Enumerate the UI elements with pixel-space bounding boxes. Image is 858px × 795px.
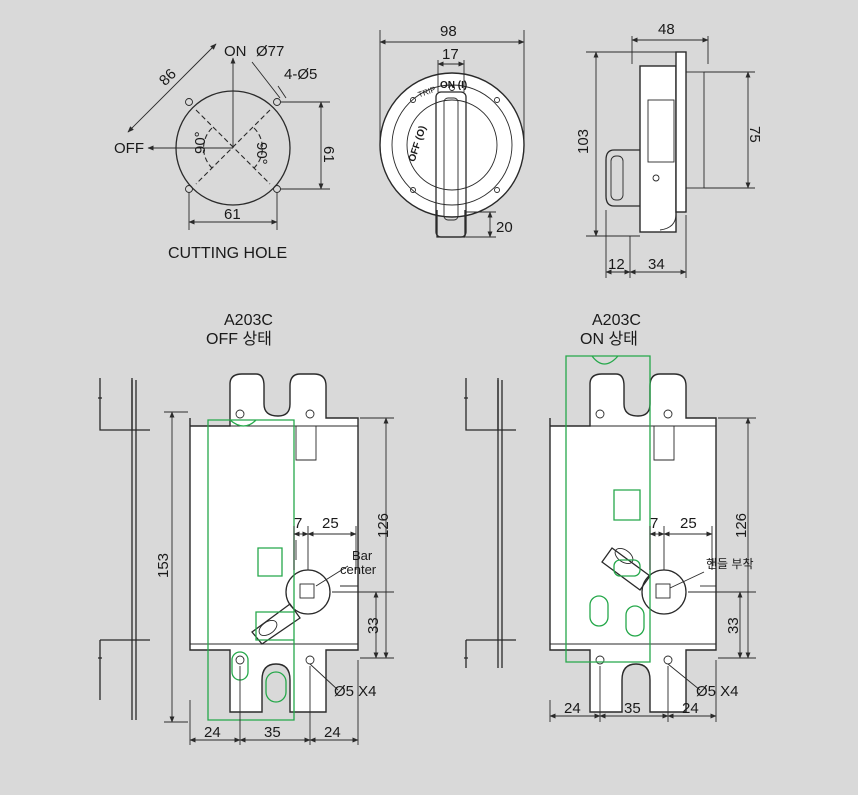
on-title-line2: ON 상태 xyxy=(580,330,638,348)
dim-24-left: 24 xyxy=(204,724,221,741)
holes-label: Ø5 X4 xyxy=(696,683,739,700)
angle-label: 90° xyxy=(192,131,209,154)
dim-153: 153 xyxy=(155,553,172,578)
handle-outline-on xyxy=(565,355,651,663)
cutting-hole-drawing: ON OFF 86 Ø77 4-Ø5 61 61 90° 90° CUTTING… xyxy=(114,43,337,262)
dim-126: 126 xyxy=(733,513,750,538)
dim-77: Ø77 xyxy=(256,43,284,60)
dim-24-left: 24 xyxy=(564,700,581,717)
dim-48: 48 xyxy=(658,21,675,38)
front-view-drawing: TRIP ON (I) OFF (O) 98 17 20 xyxy=(379,23,525,238)
mount-hole xyxy=(273,185,281,193)
mount-hole xyxy=(185,98,193,106)
mounting-plate xyxy=(189,373,359,713)
off-label: OFF xyxy=(114,140,144,157)
dim-7: 7 xyxy=(650,515,658,532)
dim-35: 35 xyxy=(264,724,281,741)
dial-outer xyxy=(379,72,525,218)
dim-61-horizontal: 61 xyxy=(224,206,241,223)
dim-126: 126 xyxy=(375,513,392,538)
dim-33: 33 xyxy=(725,617,742,634)
dim-33: 33 xyxy=(365,617,382,634)
on-position-label: ON (I) xyxy=(440,80,467,91)
off-title-line1: A203C xyxy=(224,312,273,329)
mount-hole xyxy=(185,185,193,193)
mounting-plate xyxy=(549,373,717,713)
side-body xyxy=(639,65,677,233)
plate-hole xyxy=(595,409,605,419)
handle-outline-off xyxy=(207,419,295,721)
on-title-line1: A203C xyxy=(592,312,641,329)
holes-label: Ø5 X4 xyxy=(334,683,377,700)
dim-61-vertical: 61 xyxy=(320,146,337,163)
plate-hole xyxy=(305,409,315,419)
side-view-drawing: 48 75 103 12 34 xyxy=(575,21,763,278)
side-flange xyxy=(675,51,687,213)
dim-75: 75 xyxy=(746,126,763,143)
dim-holes: 4-Ø5 xyxy=(284,66,317,83)
dim-25: 25 xyxy=(680,515,697,532)
plate-hole xyxy=(235,409,245,419)
dim-25: 25 xyxy=(322,515,339,532)
dim-12: 12 xyxy=(608,256,625,273)
dim-7: 7 xyxy=(294,515,302,532)
off-title-line2: OFF 상태 xyxy=(206,330,272,348)
dim-24-right: 24 xyxy=(682,700,699,717)
bar-center-line1: Bar xyxy=(352,548,373,563)
handle-attach-label: 핸들 부착 xyxy=(706,556,754,571)
plate-hole xyxy=(235,655,245,665)
dim-103: 103 xyxy=(575,129,592,154)
dim-24-right: 24 xyxy=(324,724,341,741)
dim-34: 34 xyxy=(648,256,665,273)
on-state-drawing: A203C ON 상태 xyxy=(464,312,756,722)
angle-label: 90° xyxy=(253,142,270,165)
off-state-drawing: A203C OFF 상태 xyxy=(98,312,394,745)
bar-center-line2: center xyxy=(340,562,377,577)
dim-86: 86 xyxy=(156,65,180,89)
dim-17: 17 xyxy=(442,46,459,63)
plate-hole xyxy=(595,655,605,665)
mount-hole xyxy=(273,98,281,106)
dim-35: 35 xyxy=(624,700,641,717)
dim-98: 98 xyxy=(440,23,457,40)
cutting-hole-title: CUTTING HOLE xyxy=(168,245,287,262)
on-label: ON xyxy=(224,43,247,60)
plate-hole xyxy=(663,409,673,419)
dim-20: 20 xyxy=(496,219,513,236)
